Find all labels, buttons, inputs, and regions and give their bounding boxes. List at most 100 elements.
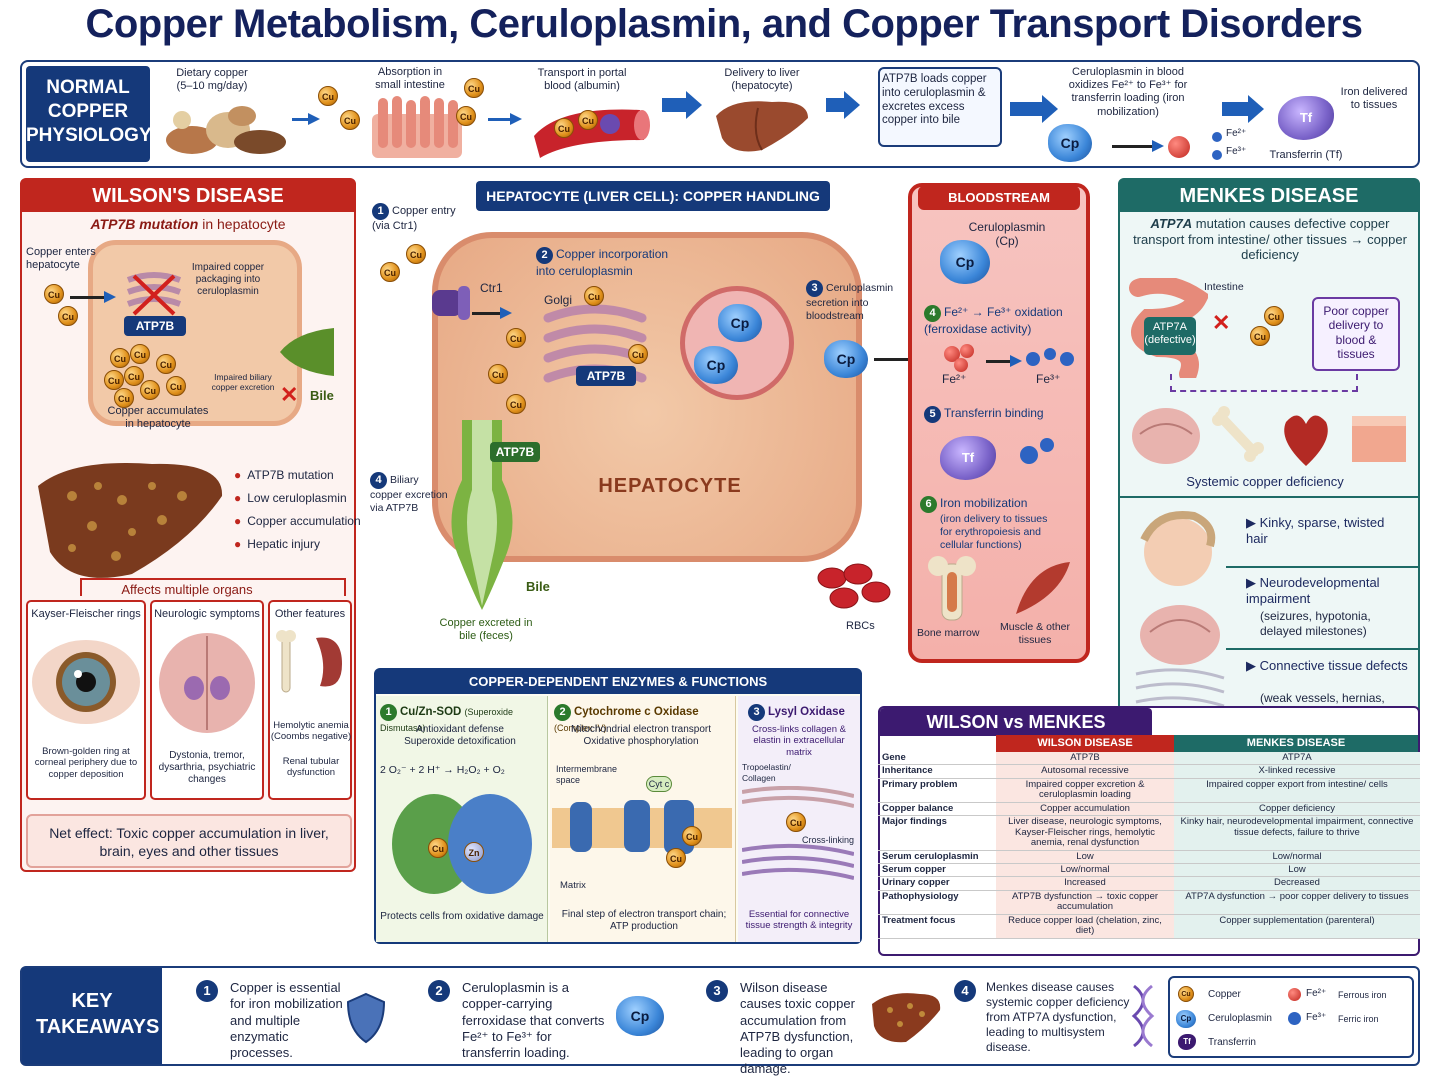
copper-atom: Cu — [156, 354, 176, 374]
intestine-villi-illustration — [372, 94, 462, 158]
brain-icon — [1130, 404, 1202, 468]
transferrin-label: Transferrin (Tf) — [1269, 149, 1343, 161]
copper-atom: Cu — [1250, 326, 1270, 346]
food-illustration — [162, 100, 292, 158]
cytc-icon: Cyt c — [646, 776, 672, 792]
other-desc-renal: Renal tubular dysfunction — [282, 756, 340, 779]
flow-arrow — [1010, 95, 1058, 123]
step-delivery-liver: Delivery to liver (hepatocyte) — [724, 67, 800, 93]
step-dietary-copper: Dietary copper (5–10 mg/day) — [176, 67, 248, 93]
flow-arrow — [70, 291, 116, 303]
copper-atom: Cu — [554, 118, 574, 138]
wilson-subtitle: ATP7B mutation in hepatocyte — [90, 216, 286, 232]
menkes-intestine-label: Intestine — [1204, 281, 1244, 293]
golgi-label: Golgi — [544, 293, 573, 307]
atp7a-tag: ATP7A (defective) — [1144, 317, 1196, 355]
lox-cross-label: Cross-linking — [802, 835, 855, 845]
bs-step6-desc: (iron delivery to tissues for erythropoi… — [940, 513, 1048, 552]
ceruloplasmin-molecule: Cp — [1048, 124, 1092, 162]
ctr1-transporter-icon — [428, 282, 472, 324]
other-title: Other features — [274, 608, 346, 620]
fe3-ion-icon — [1040, 438, 1054, 452]
transferrin-molecule: Tf — [940, 436, 996, 480]
wilson-header: WILSON'S DISEASE — [22, 180, 354, 212]
copper-atom: Cu — [506, 394, 526, 414]
liver-illustration — [712, 94, 812, 158]
rbcs-illustration — [814, 560, 894, 616]
copper-atom: Cu — [140, 380, 160, 400]
ceruloplasmin-molecule: Cp — [824, 340, 868, 378]
copper-atom: Cu — [58, 306, 78, 326]
legend-fe2: Fe²⁺ — [1306, 988, 1327, 999]
atp7b-tag: ATP7B — [576, 366, 636, 386]
copper-atom: Cu — [1264, 306, 1284, 326]
fe3-label: Fe³⁺ — [1226, 146, 1247, 157]
step-iron-delivered: Iron delivered to tissues — [1340, 86, 1408, 112]
sod-protein-illustration — [386, 784, 536, 902]
copper-legend-icon: Cu — [1178, 986, 1194, 1002]
copper-atom: Cu — [318, 86, 338, 106]
wilson-bullet: ATP7B mutation — [234, 468, 333, 482]
copper-atom: Cu — [628, 344, 648, 364]
takeaways-label: KEY TAKEAWAYS — [22, 968, 162, 1064]
zinc-atom: Zn — [464, 842, 484, 862]
ceruloplasmin-molecule: Cp — [718, 304, 762, 342]
feature-neuro-title: ▶ Neurodevelopmental impairment — [1246, 575, 1380, 607]
step-portal-transport: Transport in portal blood (albumin) — [537, 67, 627, 93]
dashed-connector — [1170, 374, 1358, 392]
cox-matrix-label: Matrix — [560, 880, 586, 891]
copper-atom: Cu — [666, 848, 686, 868]
lox-tropo-label: Tropoelastin/ Collagen — [742, 762, 791, 783]
mitochondrial-membrane-illustration — [552, 800, 732, 856]
normal-physiology-label: NORMAL COPPER PHYSIOLOGY — [26, 66, 152, 162]
fe2-label: Fe²⁺ — [942, 372, 967, 386]
wilson-bullet: Copper accumulation — [234, 514, 360, 528]
enzymes-header: COPPER-DEPENDENT ENZYMES & FUNCTIONS — [376, 670, 860, 694]
copper-atom: Cu — [578, 110, 598, 130]
copper-atom: Cu — [506, 328, 526, 348]
copper-atom: Cu — [166, 376, 186, 396]
copper-atom: Cu — [104, 370, 124, 390]
heart-icon — [1278, 406, 1334, 470]
wilson-bullet: Hepatic injury — [234, 537, 320, 551]
sod-equation: 2 O₂⁻ + 2 H⁺ → H₂O₂ + O₂ — [380, 764, 505, 776]
cox-foot: Final step of electron transport chain; … — [561, 909, 727, 932]
shield-icon — [346, 992, 386, 1044]
hepatocyte-label: HEPATOCYTE — [598, 475, 742, 497]
step-ceruloplasmin-blood: Ceruloplasmin in blood oxidizes Fe²⁺ to … — [1068, 66, 1188, 118]
fe2-legend-icon — [1288, 988, 1301, 1001]
menkes-feature-2 — [1226, 566, 1418, 568]
wilson-bullet: Low ceruloplasmin — [234, 491, 346, 505]
muscle-label: Muscle & other tissues — [999, 621, 1071, 646]
flow-arrow — [472, 307, 512, 319]
wilson-liver-illustration — [32, 456, 226, 588]
legend-fe2-name: Ferrous iron — [1338, 990, 1387, 1000]
feature-hair-title: ▶ Kinky, sparse, twisted hair — [1246, 515, 1385, 547]
systemic-deficiency-label: Systemic copper deficiency — [1186, 474, 1344, 489]
copper-atom: Cu — [428, 838, 448, 858]
cox-ims-label: Intermembrane space — [556, 764, 618, 786]
flow-arrow — [488, 113, 522, 125]
impaired-packaging-label: Impaired copper packaging into cerulopla… — [191, 262, 265, 297]
legend-fe3: Fe³⁺ — [1306, 1012, 1327, 1023]
muscle-illustration — [1010, 556, 1076, 622]
copper-atom: Cu — [130, 344, 150, 364]
bloodstream-panel — [908, 183, 1090, 663]
flow-arrow — [826, 91, 860, 119]
ceruloplasmin-legend-icon: Cp — [1176, 1010, 1196, 1028]
copper-atom: Cu — [682, 826, 702, 846]
